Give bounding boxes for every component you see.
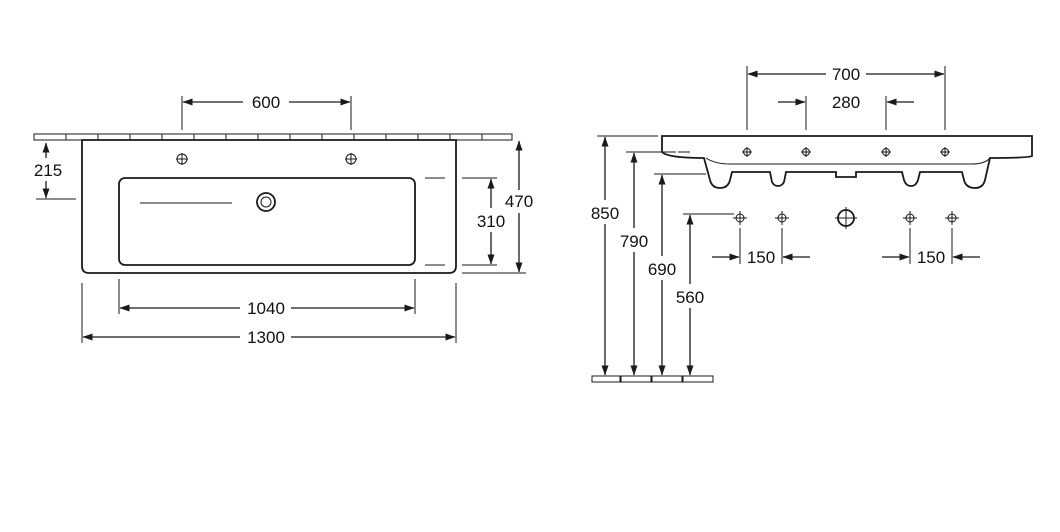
- dimension-label: 600: [252, 93, 280, 112]
- washbasin-profile: [661, 135, 1033, 189]
- dimension-label: 150: [747, 248, 775, 267]
- dimension-label: 310: [477, 212, 505, 231]
- dimension-1040: 1040: [118, 279, 416, 318]
- fixing-hole-3: [881, 147, 891, 157]
- dimension-600: 600: [181, 93, 352, 130]
- wall-bolt-3: [903, 211, 917, 225]
- dimension-label: 215: [34, 161, 62, 180]
- dimension-label: 1300: [247, 328, 285, 347]
- tap-hole-right: [345, 153, 357, 165]
- washbasin-outline: [81, 139, 457, 274]
- dimension-label: 690: [648, 260, 676, 279]
- top-view: 600 215 310 470 10: [33, 93, 533, 347]
- dimension-690: 690: [648, 173, 706, 376]
- fixing-hole-1: [742, 147, 752, 157]
- dimension-700: 700: [746, 65, 946, 130]
- fixing-hole-2: [801, 147, 811, 157]
- dimension-label: 280: [832, 93, 860, 112]
- dimension-470: 470: [462, 140, 533, 274]
- dimension-label: 470: [505, 192, 533, 211]
- dimension-label: 150: [917, 248, 945, 267]
- dimension-850: 850: [591, 135, 658, 376]
- dimension-150-right: 150: [882, 228, 980, 267]
- drain: [256, 192, 276, 212]
- dimension-label: 850: [591, 204, 619, 223]
- dimension-790: 790: [620, 151, 676, 376]
- dimension-label: 1040: [247, 299, 285, 318]
- side-view: 700 280 150 150: [591, 65, 1033, 383]
- dimension-label: 560: [676, 288, 704, 307]
- waste-outlet: [835, 207, 857, 229]
- dimension-280: 280: [778, 93, 914, 130]
- wall-bolt-4: [945, 211, 959, 225]
- wall-bolt-1: [733, 211, 747, 225]
- dimension-1300: 1300: [81, 283, 457, 347]
- dimension-label: 700: [832, 65, 860, 84]
- wall-bolt-2: [775, 211, 789, 225]
- fixing-hole-4: [940, 147, 950, 157]
- dimension-560: 560: [676, 213, 734, 376]
- floor-tiles: [591, 375, 714, 383]
- dimension-label: 790: [620, 232, 648, 251]
- dimension-310: 310: [462, 177, 505, 266]
- dimension-215: 215: [34, 142, 76, 200]
- basin-bowl: [118, 177, 416, 266]
- dimension-150-left: 150: [712, 228, 810, 267]
- tap-hole-left: [176, 153, 188, 165]
